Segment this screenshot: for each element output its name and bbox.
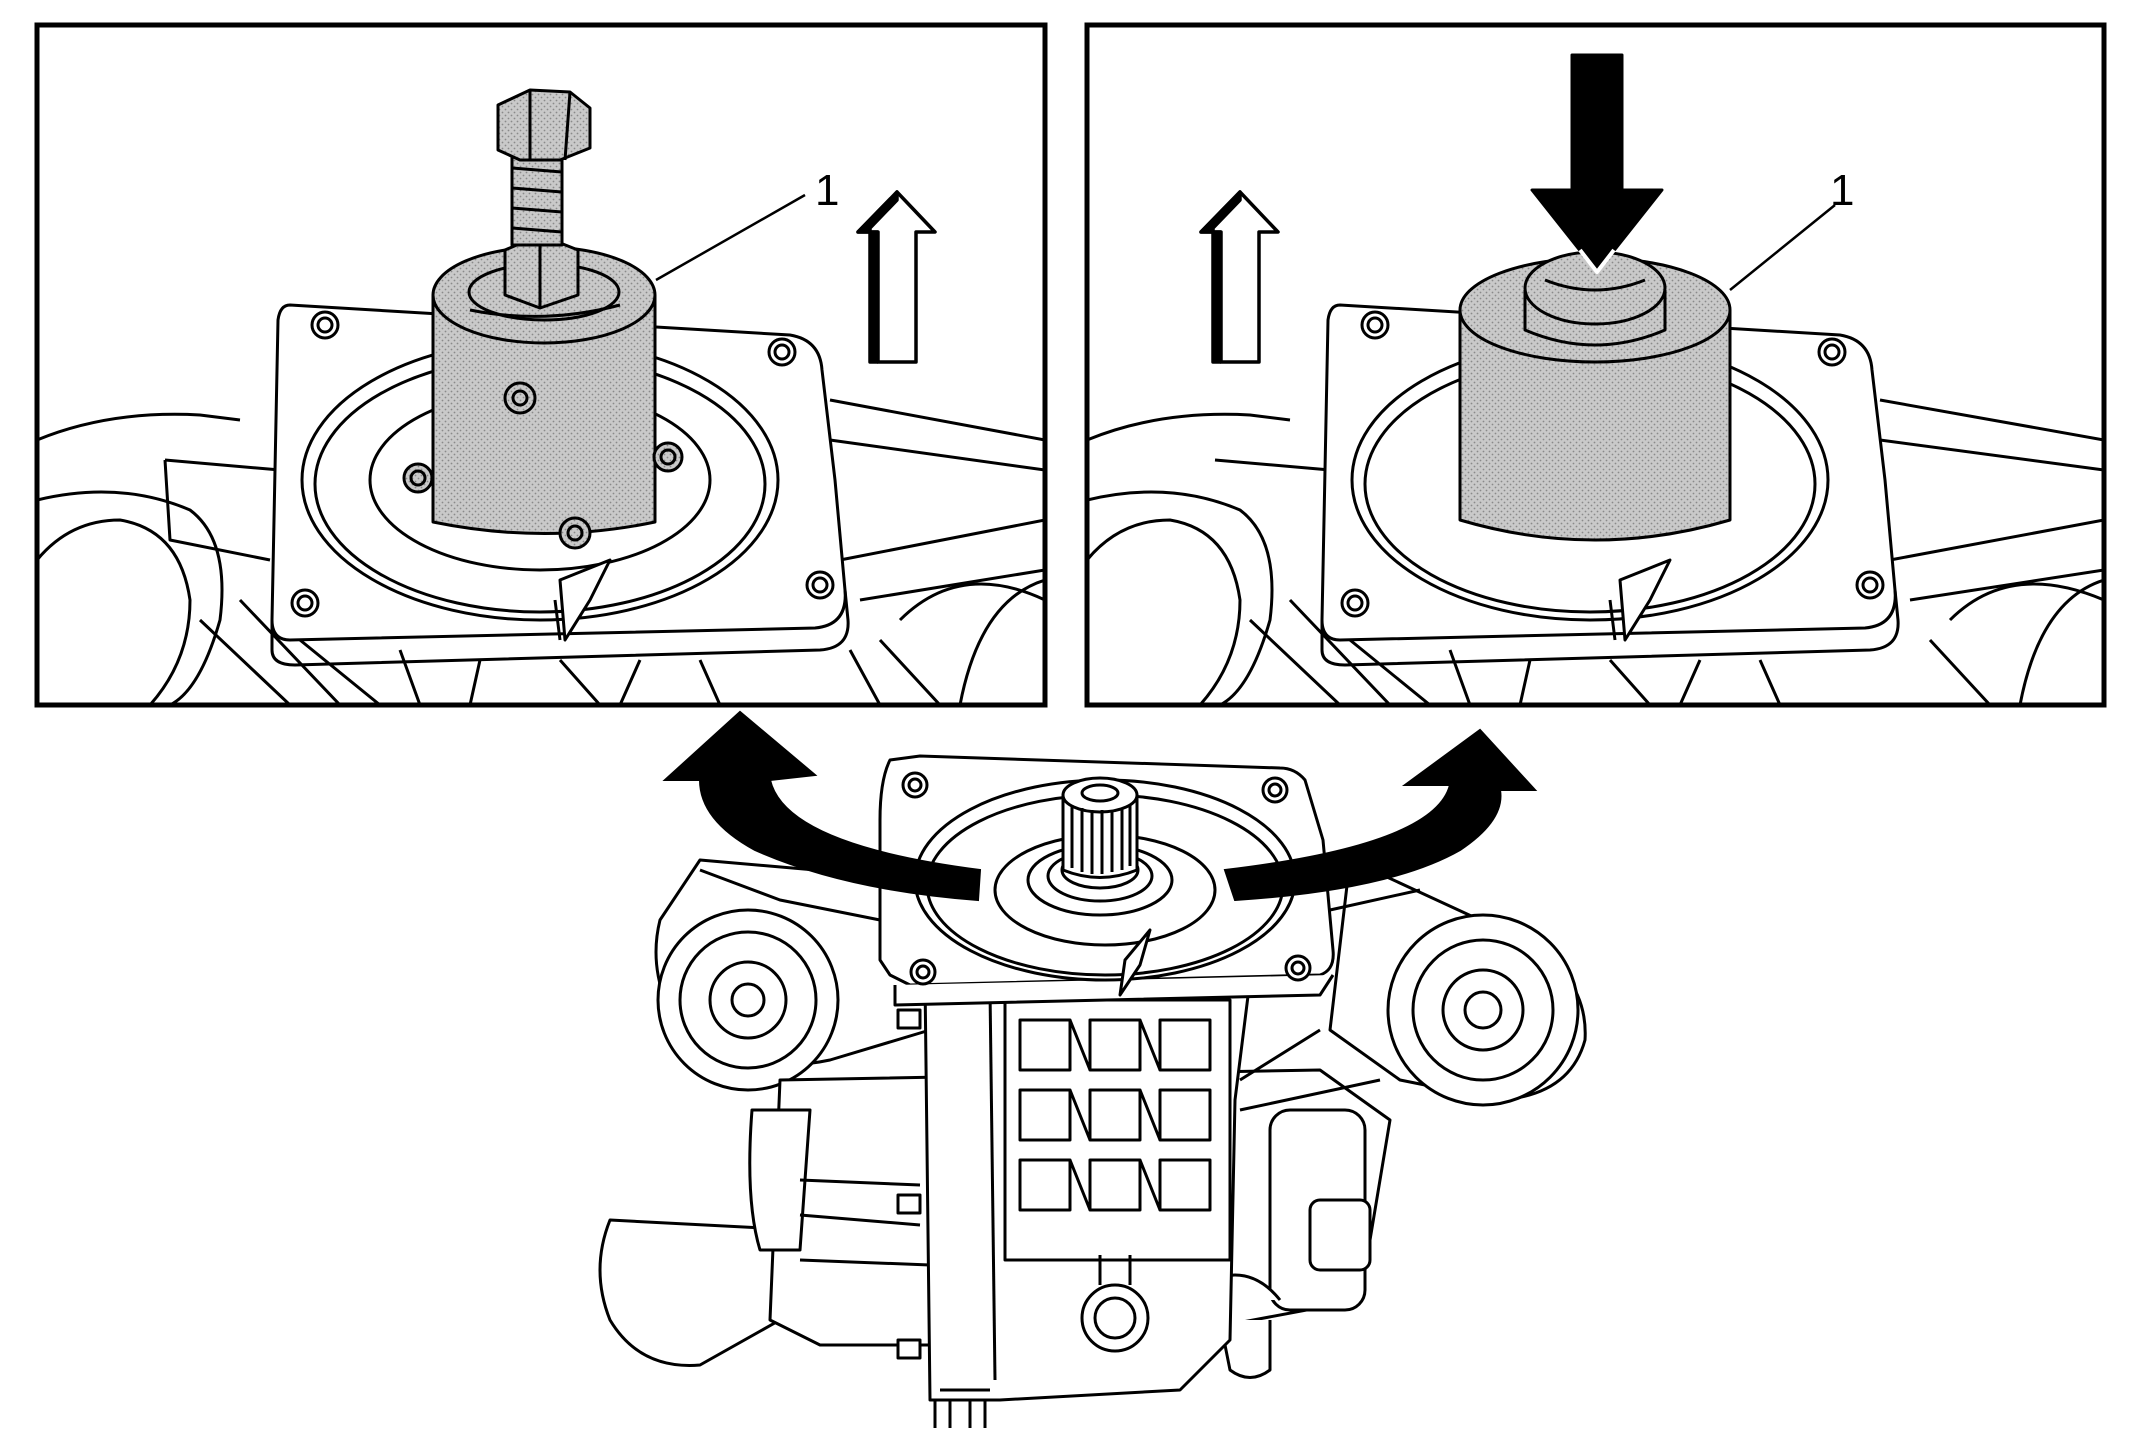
callout-leader bbox=[655, 193, 806, 282]
solid-down-arrow-icon bbox=[1530, 53, 1664, 274]
transfer-case-main-view bbox=[598, 754, 1587, 1428]
puller-tool bbox=[402, 88, 684, 550]
hollow-up-arrow-icon bbox=[856, 190, 937, 364]
curved-rotation-arrows-icon bbox=[662, 710, 1538, 902]
left-detail-panel: 1 bbox=[34, 22, 1048, 708]
center-body bbox=[896, 978, 1252, 1428]
callout-label-left: 1 bbox=[815, 166, 839, 215]
installer-tool bbox=[1458, 250, 1732, 542]
left-mount-arm bbox=[654, 858, 932, 1092]
right-mount-arm bbox=[1328, 858, 1587, 1107]
callout-leader-right bbox=[1729, 204, 1836, 291]
housing-background bbox=[37, 398, 1045, 705]
callout-label-right: 1 bbox=[1830, 166, 1854, 215]
hollow-up-arrow-icon-right bbox=[1199, 190, 1280, 364]
top-adapter-flange bbox=[878, 754, 1335, 1007]
right-detail-panel: 1 bbox=[1084, 22, 2107, 708]
